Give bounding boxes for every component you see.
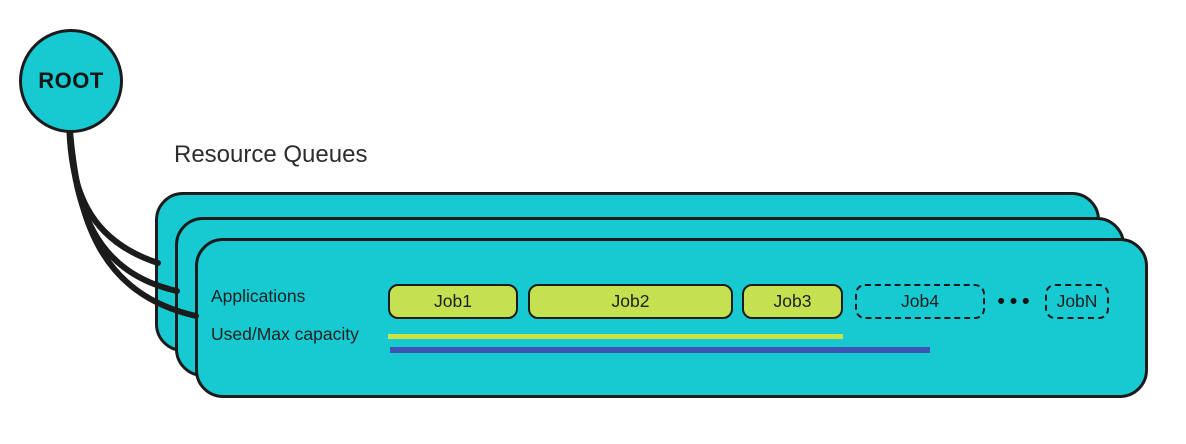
job-box-job4-dashed: Job4 bbox=[855, 284, 985, 319]
applications-label: Applications bbox=[211, 286, 306, 306]
job-box-jobn-dashed: JobN bbox=[1045, 284, 1109, 319]
root-node-label: ROOT bbox=[38, 68, 104, 93]
max-capacity-bar bbox=[390, 347, 930, 353]
capacity-label: Used/Max capacity bbox=[211, 324, 359, 344]
job-box-job3: Job3 bbox=[742, 284, 843, 319]
job-box-job2: Job2 bbox=[528, 284, 733, 319]
edge-root-to-back-card bbox=[66, 115, 161, 266]
ellipsis-dots: ••• bbox=[997, 289, 1035, 313]
job-box-job1: Job1 bbox=[388, 284, 518, 319]
diagram-title: Resource Queues bbox=[174, 141, 368, 168]
used-capacity-bar bbox=[388, 334, 843, 339]
root-node: ROOT bbox=[19, 29, 123, 133]
